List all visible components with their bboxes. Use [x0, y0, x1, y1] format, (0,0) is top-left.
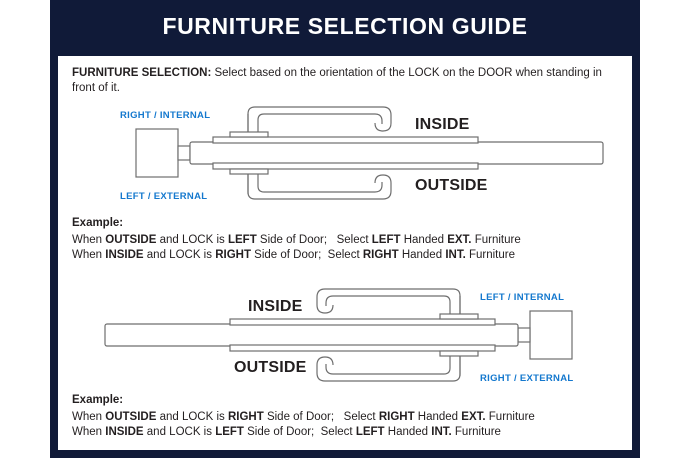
handle-inside-outer	[247, 106, 392, 132]
label-outside: OUTSIDE	[415, 177, 488, 194]
example-block-top: Example: When OUTSIDE and LOCK is LEFT S…	[72, 216, 628, 264]
intro-paragraph: FURNITURE SELECTION: Select based on the…	[72, 66, 620, 96]
label-left-internal: LEFT / INTERNAL	[480, 292, 564, 303]
handle-outside-outer	[247, 174, 392, 200]
rose-collar-inside	[229, 131, 269, 138]
example-line: When OUTSIDE and LOCK is LEFT Side of Do…	[72, 233, 521, 246]
guide-body-panel: FURNITURE SELECTION: Select based on the…	[58, 56, 632, 450]
label-inside: INSIDE	[415, 116, 470, 133]
handle-outside-inner	[325, 356, 451, 375]
door-rail	[189, 141, 604, 165]
guide-frame: FURNITURE SELECTION GUIDE FURNITURE SELE…	[50, 0, 640, 458]
example-line: When INSIDE and LOCK is LEFT Side of Doo…	[72, 426, 501, 438]
label-inside: INSIDE	[248, 298, 303, 315]
rose-plate-inside	[212, 136, 479, 144]
page-title: FURNITURE SELECTION GUIDE	[162, 13, 528, 39]
label-outside: OUTSIDE	[234, 359, 307, 376]
rose-collar-outside	[439, 350, 479, 357]
rose-collar-inside	[439, 313, 479, 320]
handle-inside-inner	[257, 113, 383, 132]
rose-plate-outside	[212, 162, 479, 170]
diagram-lock-right: LEFT / INTERNAL RIGHT / EXTERNAL INSIDE …	[58, 282, 632, 388]
example-heading: Example:	[72, 394, 124, 406]
lock-connector	[517, 327, 531, 343]
handle-inside-inner	[325, 295, 451, 314]
handle-inside-outer	[316, 288, 461, 314]
example-heading: Example:	[72, 217, 124, 229]
example-block-bottom: Example: When OUTSIDE and LOCK is RIGHT …	[72, 393, 628, 441]
door-rail	[104, 323, 519, 347]
label-left-external: LEFT / EXTERNAL	[120, 191, 207, 202]
example-line: When INSIDE and LOCK is RIGHT Side of Do…	[72, 249, 515, 261]
label-right-internal: RIGHT / INTERNAL	[120, 110, 210, 121]
diagram-lock-left: RIGHT / INTERNAL LEFT / EXTERNAL INSIDE …	[58, 104, 632, 204]
rose-plate-outside	[229, 344, 496, 352]
lock-box	[529, 310, 573, 360]
lock-connector	[177, 145, 191, 161]
rose-collar-outside	[229, 168, 269, 175]
rose-plate-inside	[229, 318, 496, 326]
handle-outside-inner	[257, 174, 383, 193]
handle-outside-outer	[316, 356, 461, 382]
example-line: When OUTSIDE and LOCK is RIGHT Side of D…	[72, 410, 535, 423]
intro-lead: FURNITURE SELECTION:	[72, 67, 212, 79]
label-right-external: RIGHT / EXTERNAL	[480, 373, 573, 384]
lock-box	[135, 128, 179, 178]
intro-body: Select based on the orientation of the L…	[72, 67, 602, 94]
